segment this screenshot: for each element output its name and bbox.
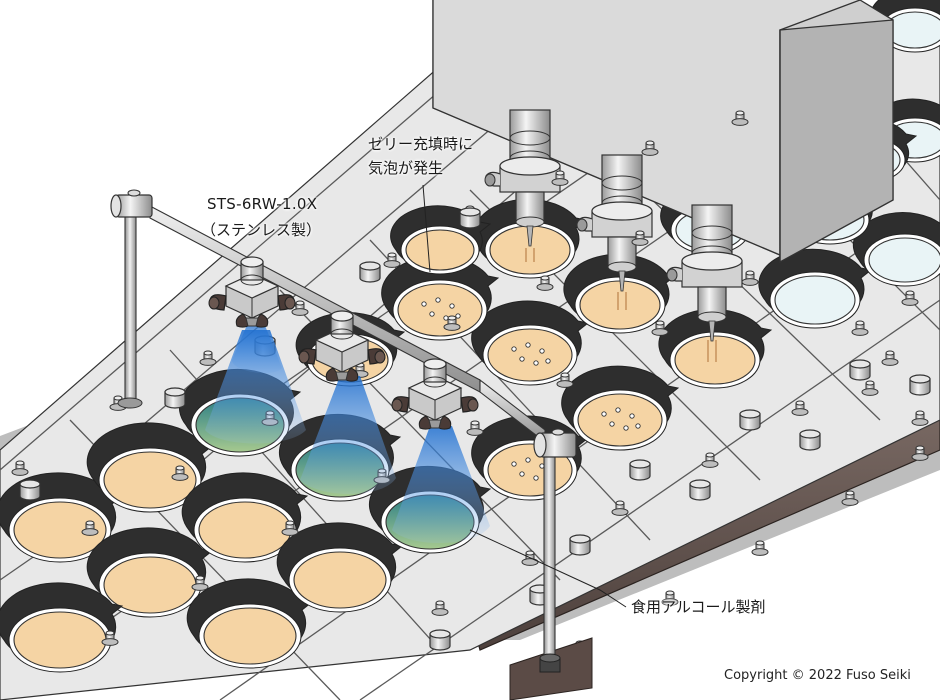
leader-lines bbox=[422, 184, 627, 608]
clamp-knob bbox=[429, 629, 451, 651]
clamp-knob bbox=[629, 459, 651, 481]
cup bbox=[186, 578, 314, 669]
cup bbox=[758, 248, 873, 329]
clamp-knob bbox=[689, 479, 711, 501]
cup bbox=[181, 472, 309, 563]
filling-machine bbox=[432, 0, 894, 362]
cup bbox=[0, 582, 124, 673]
cup bbox=[658, 308, 773, 389]
cup bbox=[471, 300, 590, 386]
nozzle-mount-frame bbox=[110, 189, 593, 700]
clamp-knob bbox=[569, 534, 591, 556]
clamp-knob bbox=[909, 374, 931, 396]
clamp-knob bbox=[739, 409, 761, 431]
clamp-knob bbox=[799, 429, 821, 451]
clamp-knob bbox=[849, 359, 871, 381]
copyright-notice: Copyright © 2022 Fuso Seiki bbox=[724, 668, 911, 683]
cup bbox=[563, 253, 678, 334]
cup bbox=[390, 205, 492, 275]
clamp-knob bbox=[459, 207, 481, 229]
alcohol-label: 食用アルコール製剤 bbox=[631, 598, 766, 616]
cup bbox=[86, 527, 214, 618]
clamp-knob bbox=[19, 479, 41, 501]
bubble-note-line2: 気泡が発生 bbox=[368, 159, 444, 177]
cup bbox=[276, 522, 404, 613]
spray-cones bbox=[205, 318, 490, 544]
cup bbox=[852, 212, 940, 287]
clamp-knob bbox=[359, 261, 381, 283]
cup bbox=[86, 422, 214, 513]
nozzle-model-label: STS-6RW-1.0X bbox=[207, 195, 318, 213]
clamp-knob bbox=[164, 387, 186, 409]
cup bbox=[381, 255, 500, 341]
bubble-note-line1: ゼリー充填時に bbox=[368, 135, 474, 153]
nozzle-material-label: （ステンレス製） bbox=[201, 221, 322, 239]
